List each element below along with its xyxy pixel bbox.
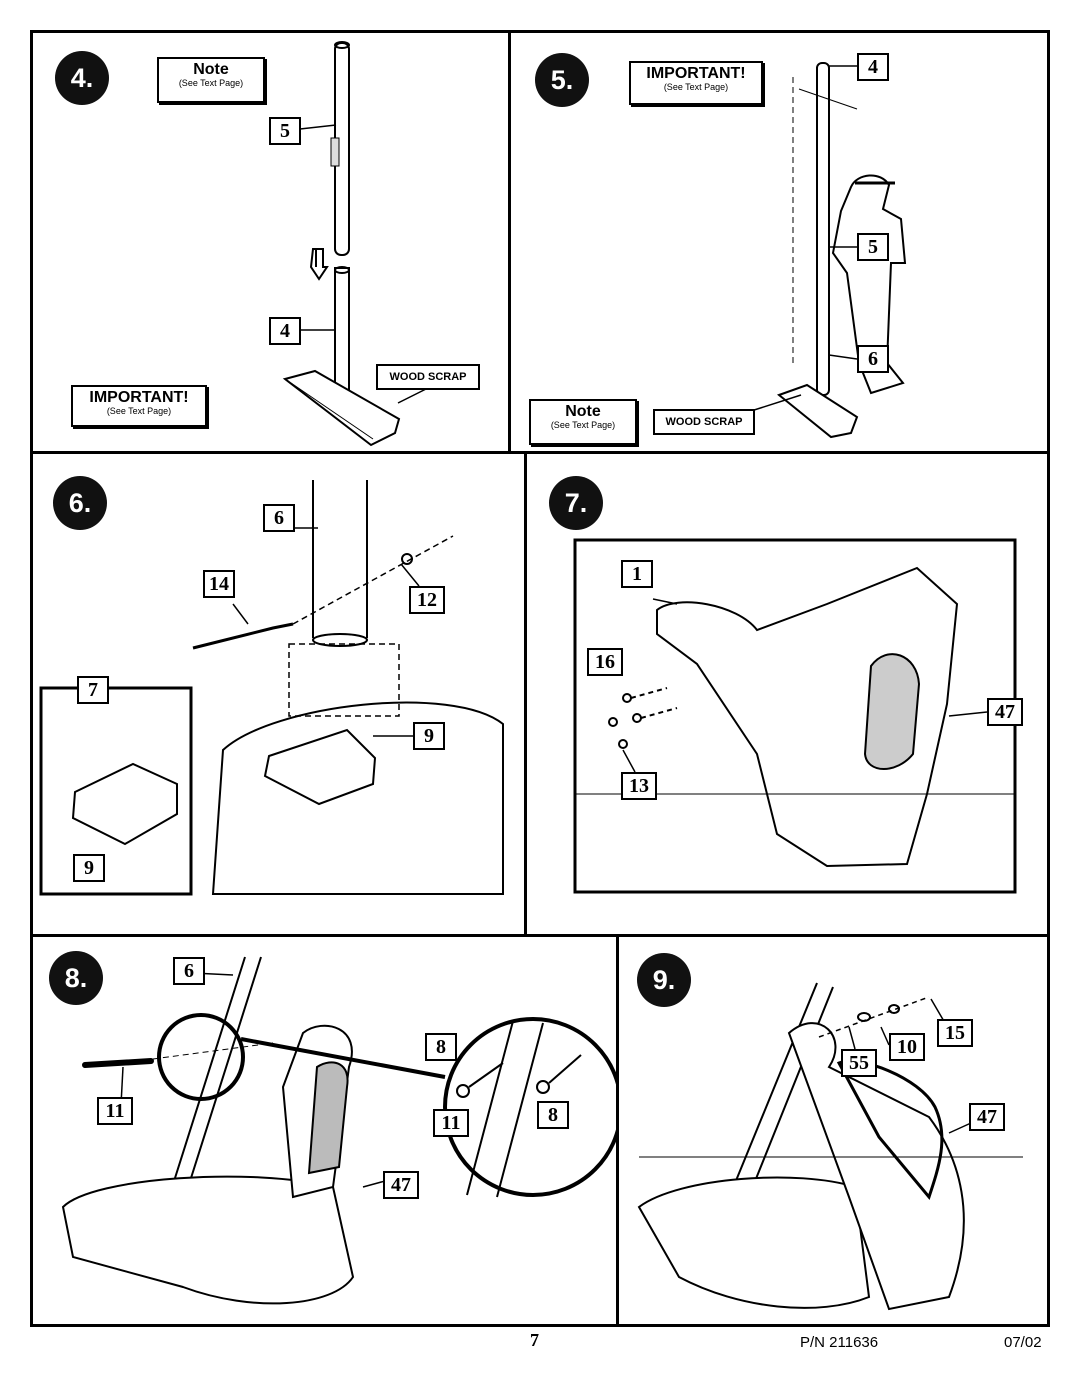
- revision-date: 07/02: [1004, 1334, 1042, 1351]
- step-6-illustration: [39, 480, 504, 896]
- part-callout: 47: [987, 698, 1023, 726]
- part-callout: 6: [857, 345, 889, 373]
- part-callout: 55: [841, 1049, 877, 1077]
- important-title: IMPORTANT!: [646, 65, 746, 82]
- step-number: 7.: [549, 476, 603, 530]
- step-8-panel: 8. 6 8 11 11 8 47: [30, 934, 619, 1327]
- part-callout: 47: [969, 1103, 1005, 1131]
- note-subtitle: (See Text Page): [178, 78, 244, 88]
- part-callout: 4: [269, 317, 301, 345]
- important-subtitle: (See Text Page): [106, 406, 172, 416]
- part-callout: 8: [425, 1033, 457, 1061]
- step-9-panel: 9. 15 10 55 47: [616, 934, 1050, 1327]
- important-subtitle: (See Text Page): [663, 82, 729, 92]
- part-callout: 11: [433, 1109, 469, 1137]
- part-callout: 7: [77, 676, 109, 704]
- important-box: IMPORTANT! (See Text Page): [629, 61, 763, 105]
- part-callout: 5: [269, 117, 301, 145]
- note-title: Note: [565, 403, 601, 420]
- part-callout: 47: [383, 1171, 419, 1199]
- note-box: Note (See Text Page): [157, 57, 265, 103]
- wood-scrap-label: WOOD SCRAP: [376, 364, 480, 390]
- important-box: IMPORTANT! (See Text Page): [71, 385, 207, 427]
- part-callout: 1: [621, 560, 653, 588]
- part-callout: 11: [97, 1097, 133, 1125]
- step-number: 9.: [637, 953, 691, 1007]
- step-9-illustration: [637, 982, 1023, 1311]
- step-6-panel: 6. 6 14 12 7 9 9: [30, 451, 527, 937]
- step-4-illustration: [282, 41, 427, 447]
- step-number: 4.: [55, 51, 109, 105]
- note-box: Note (See Text Page): [529, 399, 637, 445]
- part-callout: 10: [889, 1033, 925, 1061]
- step-5-panel: 5. IMPORTANT! (See Text Page) Note (See …: [508, 30, 1050, 454]
- step-7-illustration: [573, 538, 1017, 894]
- part-callout: 4: [857, 53, 889, 81]
- part-callout: 6: [173, 957, 205, 985]
- part-callout: 12: [409, 586, 445, 614]
- step-7-panel: 7. 1 16 47 13: [524, 451, 1050, 937]
- part-callout: 15: [937, 1019, 973, 1047]
- important-title: IMPORTANT!: [89, 389, 189, 406]
- part-callout: 13: [621, 772, 657, 800]
- step-5-illustration: [750, 62, 907, 439]
- step-number: 6.: [53, 476, 107, 530]
- part-callout: 9: [73, 854, 105, 882]
- note-subtitle: (See Text Page): [550, 420, 616, 430]
- note-title: Note: [193, 61, 229, 78]
- step-number: 8.: [49, 951, 103, 1005]
- part-callout: 6: [263, 504, 295, 532]
- wood-scrap-label: WOOD SCRAP: [653, 409, 755, 435]
- part-callout: 8: [537, 1101, 569, 1129]
- step-number: 5.: [535, 53, 589, 107]
- step-8-illustration: [61, 956, 616, 1305]
- step-4-panel: 4. Note (See Text Page) IMPORTANT! (See …: [30, 30, 511, 454]
- part-number: P/N 211636: [800, 1334, 879, 1351]
- part-callout: 5: [857, 233, 889, 261]
- part-callout: 16: [587, 648, 623, 676]
- part-callout: 9: [413, 722, 445, 750]
- page-number: 7: [530, 1330, 539, 1350]
- part-callout: 14: [203, 570, 235, 598]
